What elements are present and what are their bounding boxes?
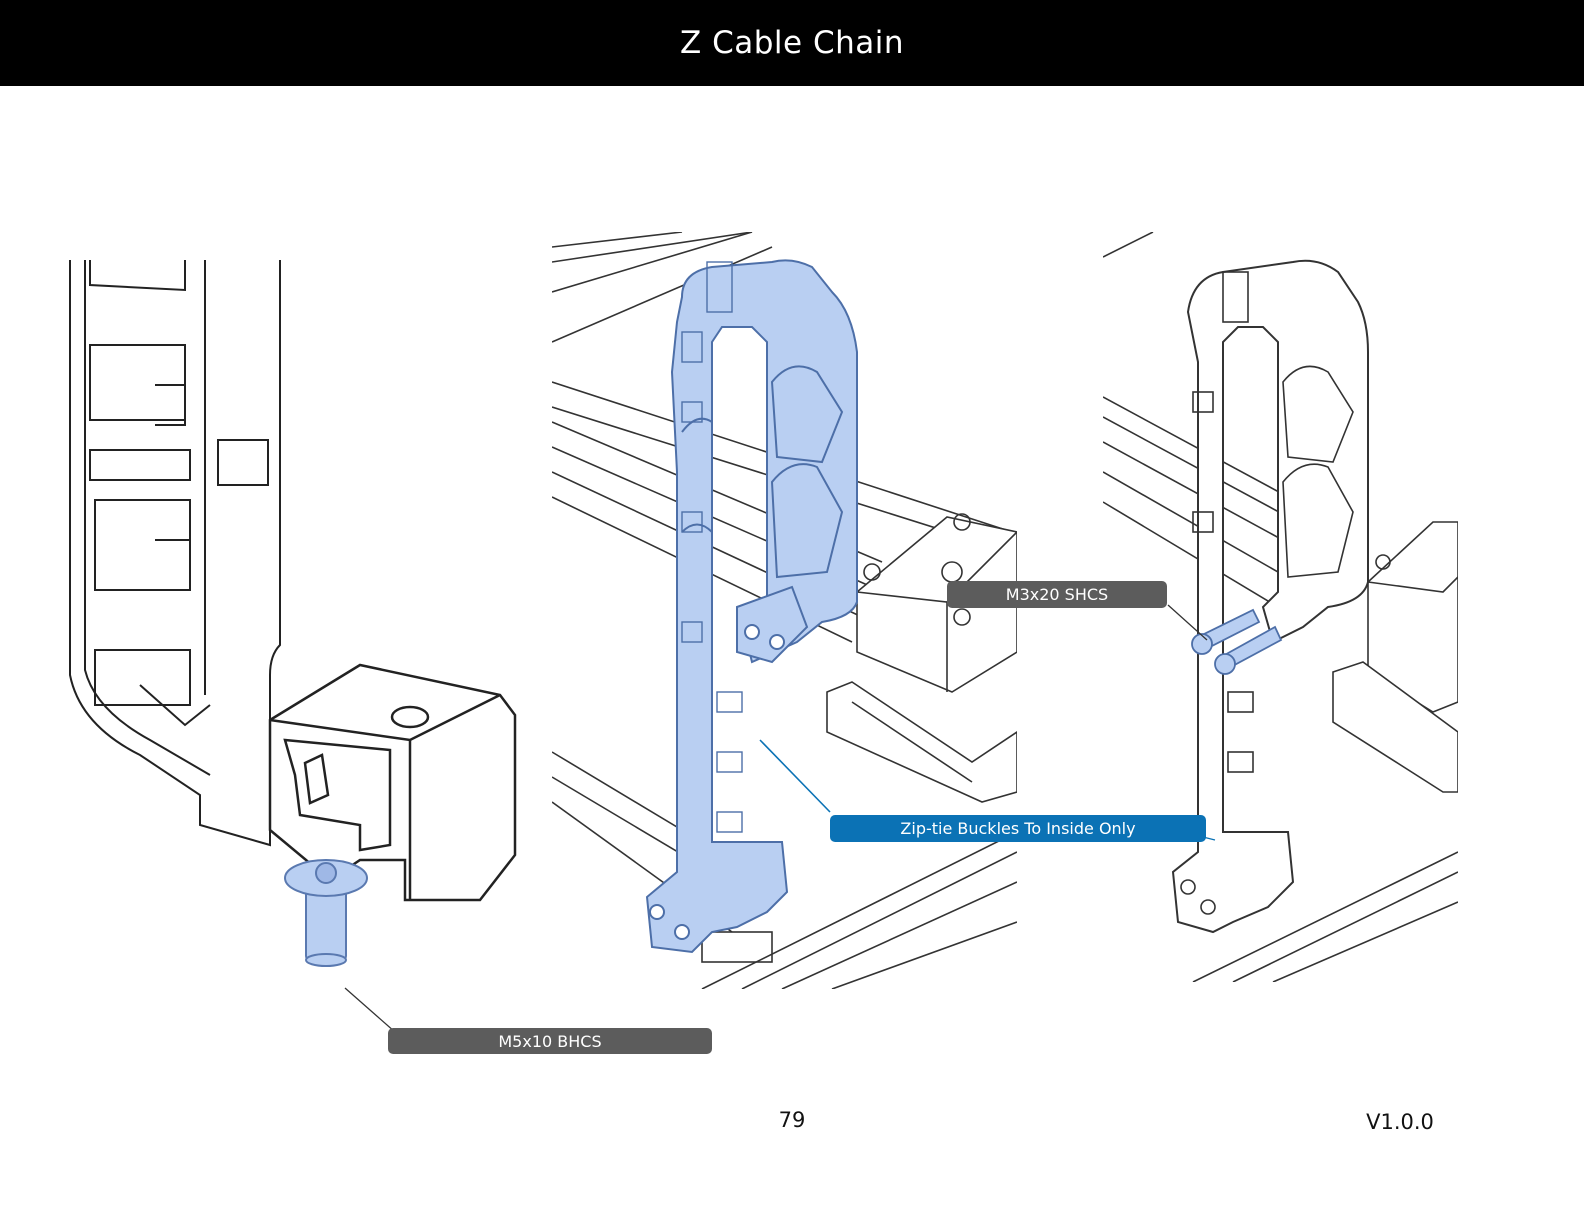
illustration-chain-bolts: [1103, 232, 1458, 982]
page-title: Z Cable Chain: [680, 25, 904, 61]
illustration-bracket-bolt: [69, 260, 517, 967]
callout-zip-tie-buckles: Zip-tie Buckles To Inside Only: [830, 815, 1206, 842]
callout-m3x20-shcs: M3x20 SHCS: [947, 581, 1167, 608]
illustration-chain-highlighted: [552, 232, 1017, 989]
page-number: 79: [778, 1108, 806, 1132]
title-bar: Z Cable Chain: [0, 0, 1584, 86]
version-label: V1.0.0: [1366, 1110, 1434, 1134]
callout-m5x10-bhcs: M5x10 BHCS: [388, 1028, 712, 1054]
